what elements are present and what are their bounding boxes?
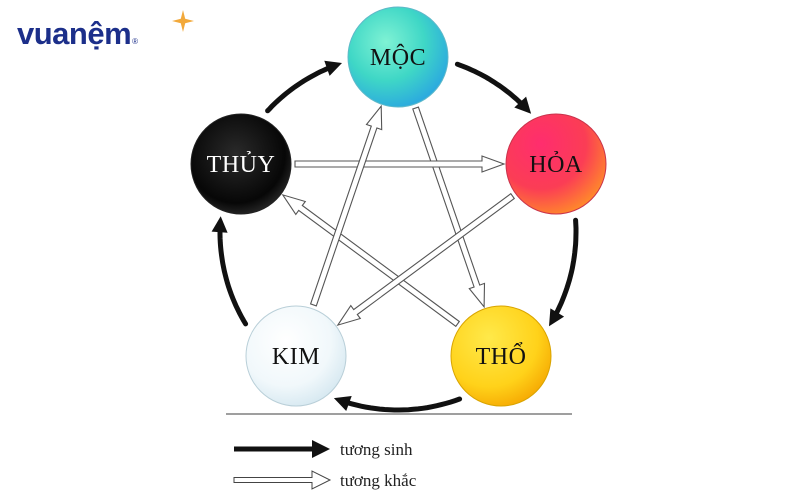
overcoming-arrow-kim-moc [309,104,383,307]
registered-mark: ® [132,37,138,46]
overcoming-arrow-thuy-hoa [294,155,506,173]
element-node-moc: MỘC [347,6,449,108]
element-circle-kim [245,305,347,407]
element-circle-thuy [190,113,292,215]
element-label-kim: KIM [272,344,320,370]
element-label-thuy: THỦY [207,152,276,178]
element-label-moc: MỘC [370,44,426,71]
legend-hollow-arrow-icon [233,470,332,490]
overcoming-arrow-hoa-kim [336,192,516,327]
element-label-hoa: HỎA [529,152,583,178]
element-nodes: MỘC HỎA THỔ KIM THỦY [190,6,607,407]
generating-arrows [211,60,579,413]
overcoming-arrow-tho-thuy [281,193,461,328]
element-node-thuy: THỦY [190,113,292,215]
element-node-hoa: HỎA [505,113,607,215]
legend-generating: tương sinh [234,440,413,459]
legend-generating-label: tương sinh [340,440,413,459]
element-circle-moc [347,6,449,108]
sparkle-star-icon [172,10,194,32]
element-node-kim: KIM [245,305,347,407]
generating-arrow-tho-kim [333,396,463,413]
generating-arrow-moc-hoa [454,61,532,114]
legend-solid-arrow-icon [234,440,330,458]
element-circle-tho [450,305,552,407]
element-circle-hoa [505,113,607,215]
generating-arrow-thuy-moc [265,60,342,114]
legend-overcoming: tương khắc [233,470,417,490]
brand-logo: vuanệm® [17,18,138,49]
overcoming-arrows [281,104,516,328]
overcoming-arrow-moc-tho [412,106,486,309]
legend-overcoming-label: tương khắc [340,471,417,490]
generating-arrow-kim-thuy [211,216,249,327]
element-label-tho: THỔ [476,343,527,370]
generating-arrow-hoa-tho [549,217,579,327]
brand-name: vuanệm [17,16,132,51]
element-node-tho: THỔ [450,305,552,407]
